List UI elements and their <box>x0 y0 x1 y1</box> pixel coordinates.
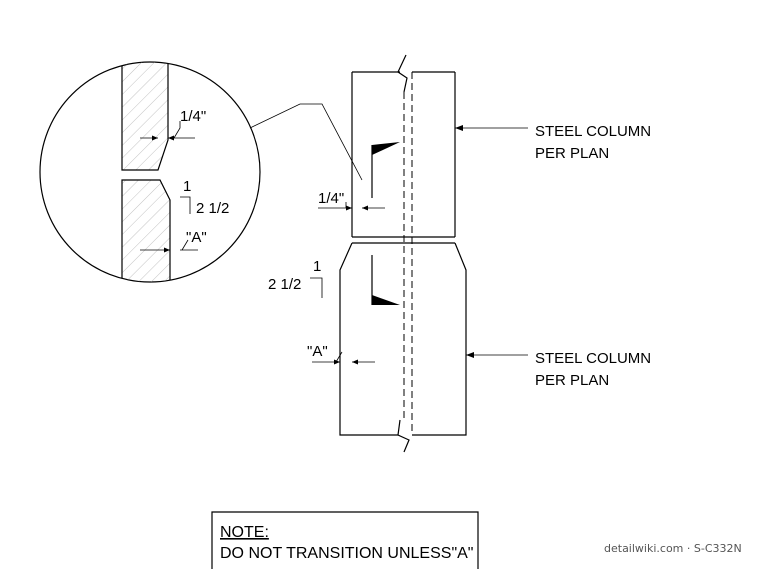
lower-column-label-line2: PER PLAN <box>535 372 609 389</box>
upper-column-label-line2: PER PLAN <box>535 145 609 162</box>
detail-gap-label: 1/4" <box>180 108 206 125</box>
main-a-dimension: "A" <box>307 343 375 365</box>
watermark: detailwiki.com · S-C332N <box>604 542 742 555</box>
lower-weld-symbol <box>371 255 400 305</box>
note-title: NOTE: <box>220 524 269 541</box>
lower-column-callout: STEEL COLUMN PER PLAN <box>466 350 651 389</box>
detail-a-dimension: "A" <box>140 229 207 253</box>
main-bevel-slope: 1 2 1/2 <box>268 258 323 298</box>
detail-gap-dimension: 1/4" <box>140 108 206 141</box>
main-bevel-rise: 1 <box>313 258 321 275</box>
detail-leader-line <box>249 103 363 181</box>
note-box: NOTE: DO NOT TRANSITION UNLESS"A" <box>211 511 479 569</box>
break-line <box>397 54 413 453</box>
note-text: DO NOT TRANSITION UNLESS"A" <box>220 545 473 562</box>
detail-bevel-slope: 1 2 1/2 <box>180 178 229 217</box>
main-a-label: "A" <box>307 343 328 360</box>
lower-steel-column <box>339 242 467 436</box>
enlarged-detail-circle <box>39 61 261 283</box>
main-gap-dimension: 1/4" <box>318 190 385 211</box>
upper-weld-symbol <box>371 142 400 198</box>
upper-column-label-line1: STEEL COLUMN <box>535 123 651 140</box>
lower-column-label-line1: STEEL COLUMN <box>535 350 651 367</box>
detail-bevel-run: 2 1/2 <box>196 200 229 217</box>
upper-column-callout: STEEL COLUMN PER PLAN <box>455 123 651 162</box>
detail-bevel-rise: 1 <box>183 178 191 195</box>
main-gap-label: 1/4" <box>318 190 344 207</box>
detail-a-label: "A" <box>186 229 207 246</box>
main-bevel-run: 2 1/2 <box>268 276 301 293</box>
